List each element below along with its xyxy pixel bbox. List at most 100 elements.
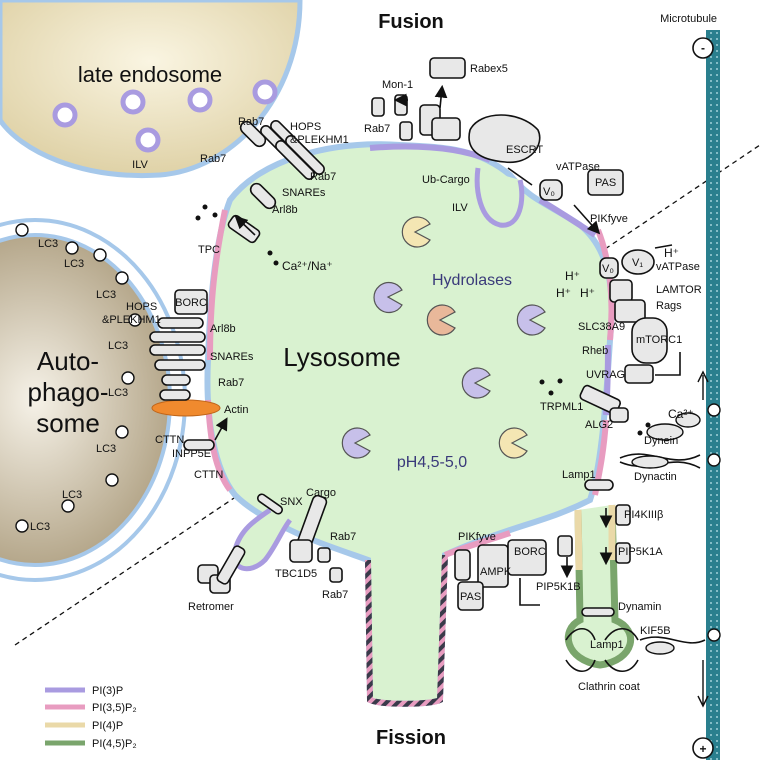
pikfyve-label: PIKfyve bbox=[458, 531, 496, 543]
pas-label: PAS bbox=[595, 177, 616, 189]
hplus-label: H⁺ bbox=[565, 269, 580, 283]
plus-end-icon bbox=[692, 737, 714, 759]
clathrin-kif5b bbox=[565, 627, 721, 708]
minus-end-icon bbox=[692, 37, 714, 59]
v0-label: V₀ bbox=[602, 263, 614, 275]
v0-label: V₀ bbox=[543, 186, 555, 198]
dynactin-label: Dynactin bbox=[634, 471, 677, 483]
ca-na-label: Ca²⁺/Na⁺ bbox=[282, 259, 333, 273]
borc-label: BORC bbox=[514, 546, 546, 558]
ilv-label: ILV bbox=[452, 202, 468, 214]
ub-cargo-label: Ub-Cargo bbox=[422, 174, 470, 186]
hops-left-line1: HOPS bbox=[126, 301, 157, 313]
vatpase-complex bbox=[539, 169, 673, 279]
kif5b-label: KIF5B bbox=[640, 625, 671, 637]
vatpase-label: vATPase bbox=[556, 161, 600, 173]
lc3-label: LC3 bbox=[38, 238, 58, 250]
rabex5-label: Rabex5 bbox=[470, 63, 508, 75]
lamp1-kinases bbox=[557, 479, 631, 617]
rab7-label: Rab7 bbox=[200, 153, 226, 165]
mon1-label: Mon-1 bbox=[382, 79, 413, 91]
autophagosome-line1: Auto- bbox=[37, 346, 99, 376]
lysosome-body bbox=[204, 141, 615, 707]
escrt-label: ESCRT bbox=[506, 144, 543, 156]
title-fusion: Fusion bbox=[378, 11, 444, 33]
legend bbox=[45, 687, 85, 746]
trpml1-complex bbox=[539, 378, 659, 436]
late-endosome bbox=[0, 0, 303, 179]
ilv-vesicle bbox=[120, 89, 146, 115]
rab7-label: Rab7 bbox=[364, 123, 390, 135]
hydrolase-enzymes bbox=[341, 216, 546, 459]
plus-sign: + bbox=[699, 742, 706, 756]
pi4kiiib-label: PI4KIIIβ bbox=[624, 509, 663, 521]
lc3-markers bbox=[15, 223, 142, 533]
snx-tubule bbox=[231, 507, 293, 572]
actin-label: Actin bbox=[224, 404, 248, 416]
hydrolases-label: Hydrolases bbox=[432, 272, 512, 289]
autophagosome-line2: phago- bbox=[28, 377, 109, 407]
rags-label: Rags bbox=[656, 300, 682, 312]
hops-snare-top bbox=[239, 120, 325, 210]
hops-top-line2: &PLEKHM1 bbox=[290, 134, 349, 146]
tpc-label: TPC bbox=[198, 244, 220, 256]
lc3-label: LC3 bbox=[62, 489, 82, 501]
ilv-left-label: ILV bbox=[132, 159, 148, 171]
late-endosome-label: late endosome bbox=[78, 62, 222, 87]
cttn-label: CTTN bbox=[194, 469, 223, 481]
fission-tubule-right bbox=[564, 504, 635, 669]
mtorc1-label: mTORC1 bbox=[636, 334, 682, 346]
retromer-label: Retromer bbox=[188, 601, 234, 613]
hplus-label: H⁺ bbox=[580, 286, 595, 300]
vatpase-label: vATPase bbox=[656, 261, 700, 273]
microtubule bbox=[706, 30, 720, 760]
tpc-channel bbox=[195, 204, 279, 266]
hops-top-line1: HOPS bbox=[290, 121, 321, 133]
rheb-label: Rheb bbox=[582, 345, 608, 357]
title-fission: Fission bbox=[376, 727, 446, 749]
dashed-divider bbox=[14, 144, 761, 646]
lamp1-label: Lamp1 bbox=[590, 639, 624, 651]
uvrag-label: UVRAG bbox=[586, 369, 625, 381]
inpp5e-label: INPP5E bbox=[172, 448, 211, 460]
ilv-vesicle bbox=[135, 127, 161, 153]
cargo-label: Cargo bbox=[306, 487, 336, 499]
rab7-label: Rab7 bbox=[310, 171, 336, 183]
lc3-label: LC3 bbox=[64, 258, 84, 270]
pas-label: PAS bbox=[460, 591, 481, 603]
arl8b-label: Arl8b bbox=[272, 204, 298, 216]
hops-snare-left bbox=[149, 289, 228, 451]
ilv-vesicle bbox=[187, 87, 213, 113]
retromer-complex bbox=[197, 493, 343, 594]
dynein-dynactin bbox=[619, 370, 721, 469]
snx-label: SNX bbox=[280, 496, 303, 508]
lc3-label: LC3 bbox=[108, 340, 128, 352]
trpml1-label: TRPML1 bbox=[540, 401, 583, 413]
ilv-vesicle bbox=[252, 79, 278, 105]
hplus-label: H⁺ bbox=[556, 286, 571, 300]
lc3-label: LC3 bbox=[30, 521, 50, 533]
clathrin-label: Clathrin coat bbox=[578, 681, 640, 693]
top-complexes bbox=[371, 57, 541, 186]
legend-label-pi4p: PI(4)P bbox=[92, 720, 123, 732]
ilv-vesicle bbox=[52, 102, 78, 128]
dynamin-label: Dynamin bbox=[618, 601, 661, 613]
legend-label-pi35p2: PI(3,5)P₂ bbox=[92, 702, 137, 714]
rab7-label: Rab7 bbox=[322, 589, 348, 601]
autophagosome-line3: some bbox=[36, 408, 100, 438]
slc38a9-label: SLC38A9 bbox=[578, 321, 625, 333]
ca2-label: Ca²⁺ bbox=[668, 407, 694, 421]
tbc1d5-label: TBC1D5 bbox=[275, 568, 317, 580]
dynein-label: Dynein bbox=[644, 435, 678, 447]
ph-label: pH4,5-5,0 bbox=[397, 454, 467, 471]
mtorc1-complex bbox=[609, 279, 681, 384]
escrt-invagination bbox=[474, 167, 525, 228]
hplus-label: H⁺ bbox=[664, 246, 679, 260]
ampk-complex bbox=[454, 539, 547, 611]
lysosome-label: Lysosome bbox=[283, 342, 401, 372]
snares-label: SNAREs bbox=[210, 351, 254, 363]
ampk-label: AMPK bbox=[480, 566, 512, 578]
actin-band bbox=[151, 399, 221, 417]
arl8b-label: Arl8b bbox=[210, 323, 236, 335]
v1-label: V₁ bbox=[632, 257, 643, 269]
